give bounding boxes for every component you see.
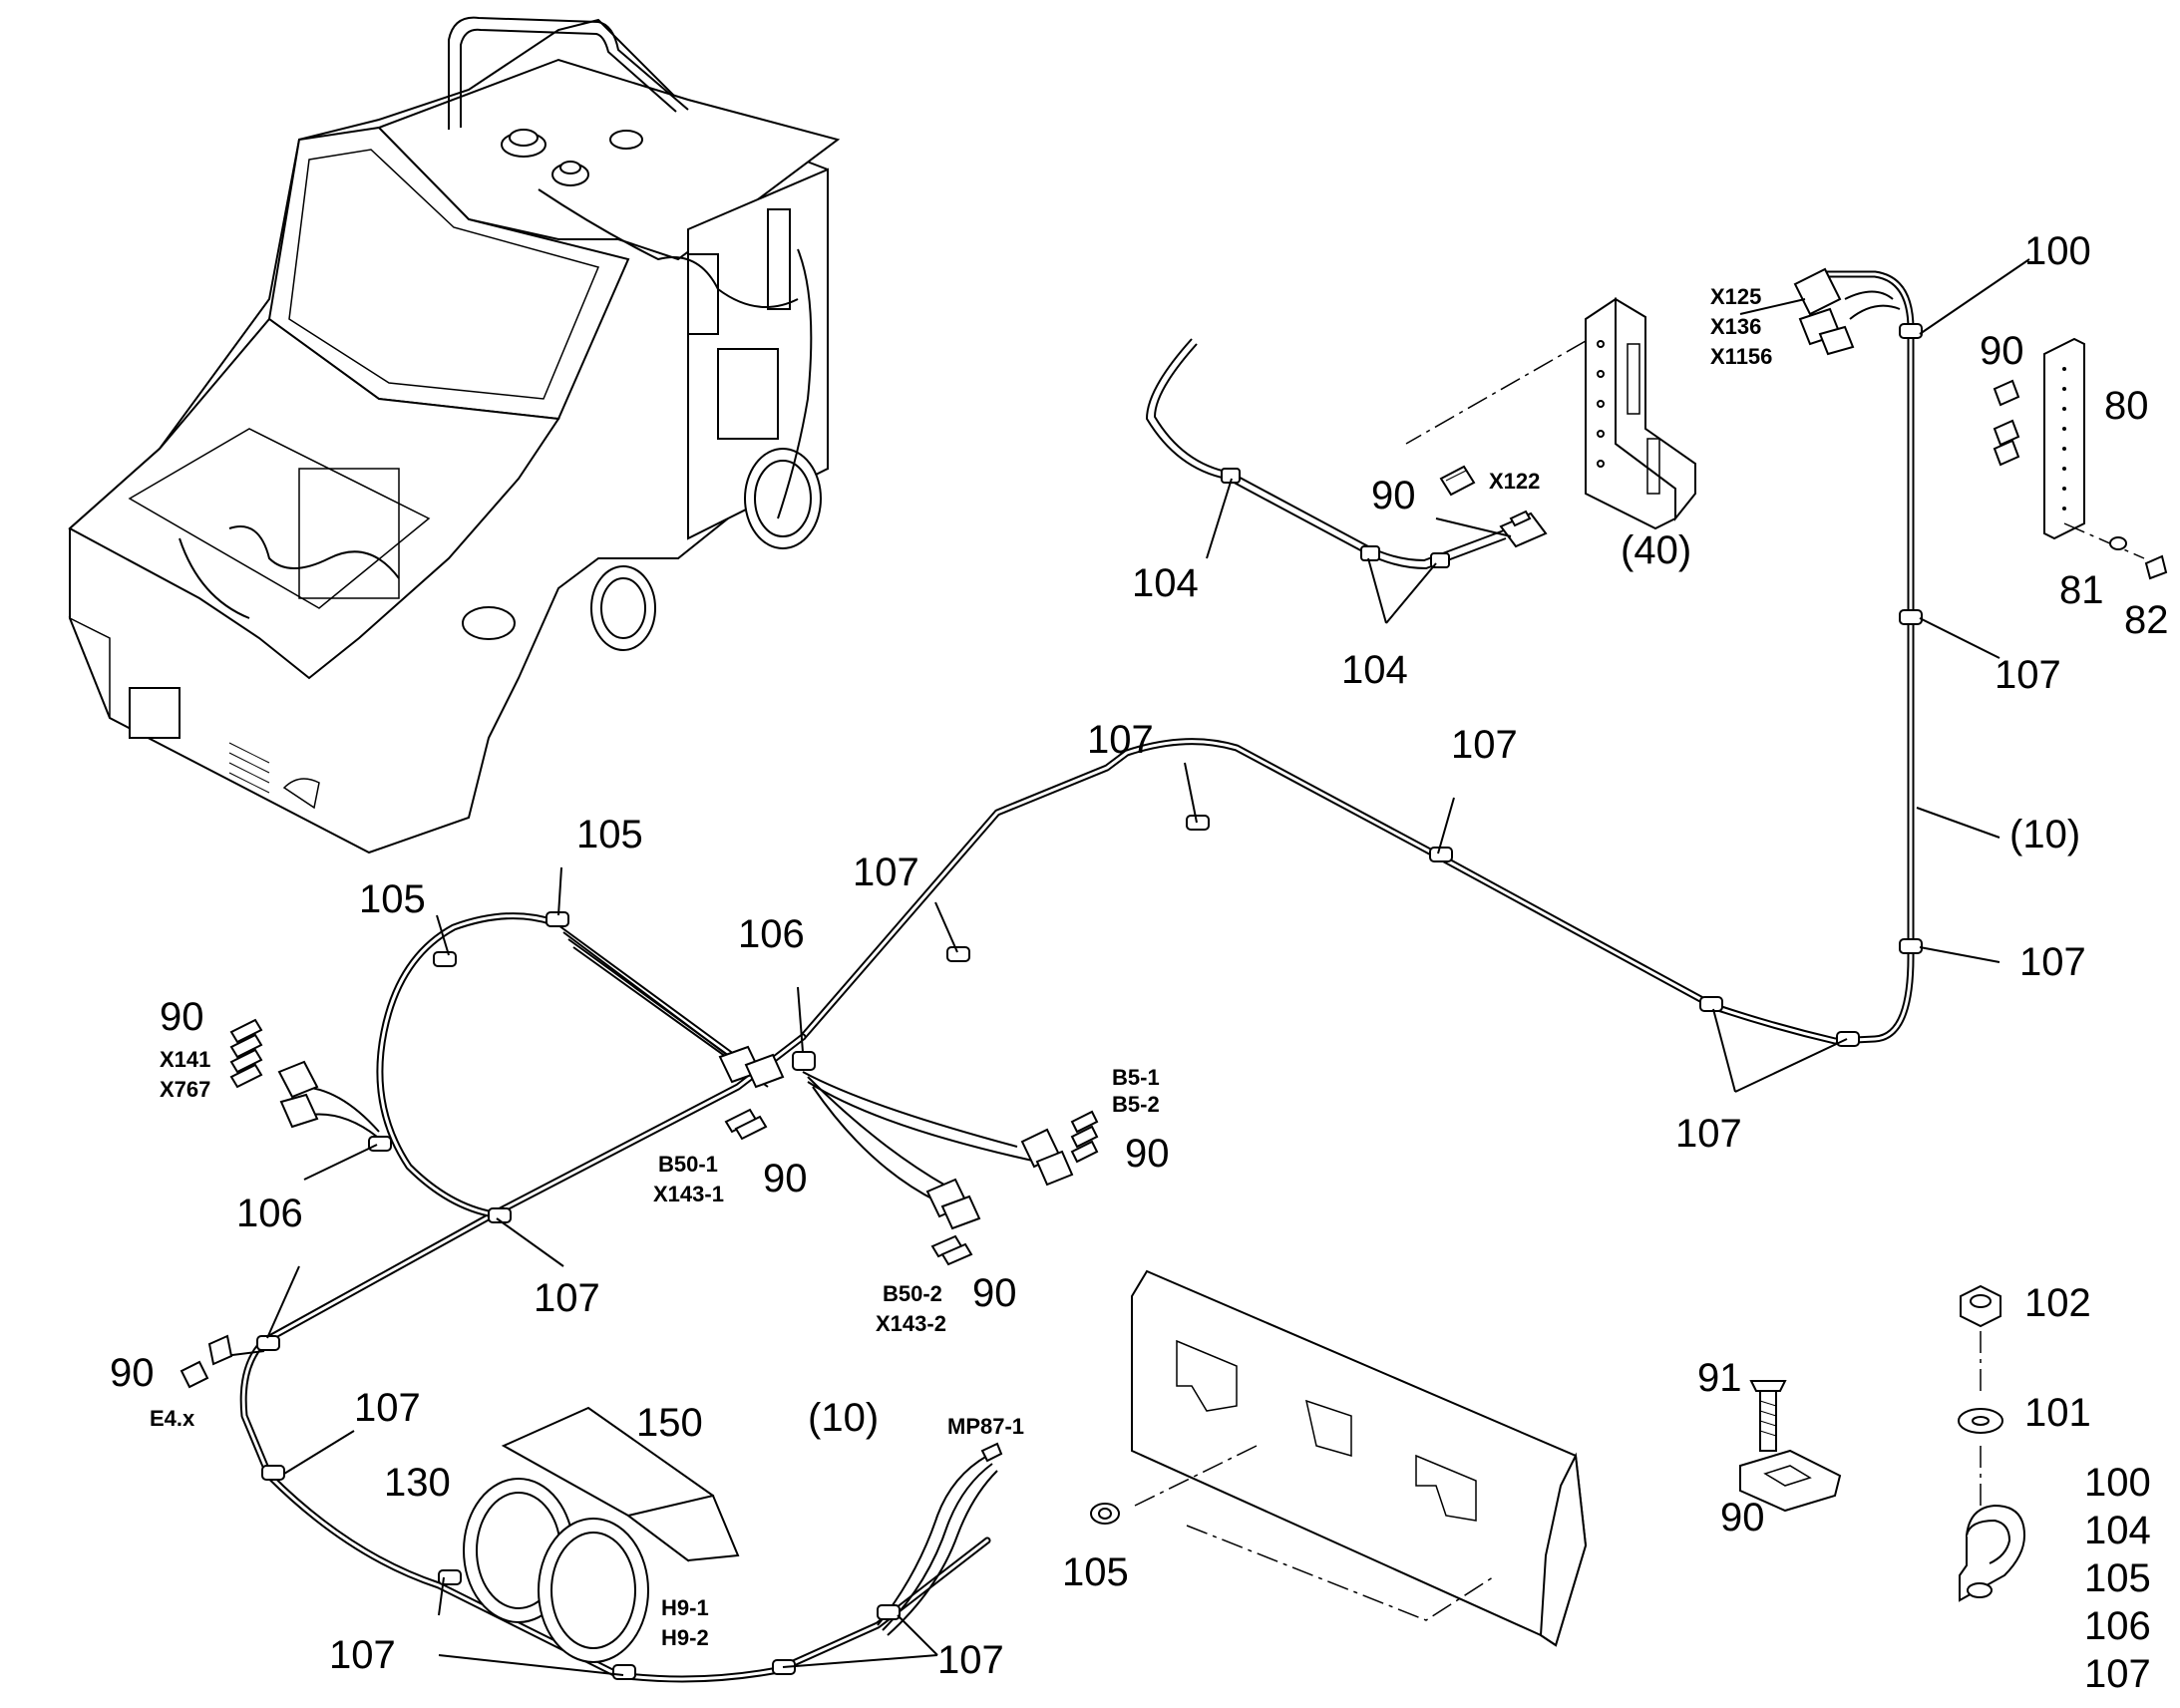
connector-b5-group [1020,1110,1099,1187]
connector-label-b5-2: B5-2 [1112,1092,1160,1117]
nut-washer-clamp [1958,1284,2026,1602]
callout-90-right: 90 [1980,329,2024,373]
callout-102: 102 [2024,1281,2091,1325]
leader-lines [266,258,2030,1676]
connector-e4x [180,1334,233,1389]
connector-x125-group [1793,267,1855,356]
callout-104-list: 104 [2084,1509,2151,1552]
clamp-90-screw-91 [1739,1380,1842,1513]
callout-107-right-1: 107 [1995,653,2061,697]
callout-100-top: 100 [2024,229,2091,273]
callout-107-bottom-right: 107 [1675,1112,1742,1156]
callout-130: 130 [384,1461,451,1505]
callout-107-left: 107 [534,1276,600,1320]
callout-40: (40) [1621,528,1691,572]
cable-104 [1145,338,1548,570]
cable-clamps [256,323,1923,1680]
connector-label-e4x: E4.x [150,1406,195,1431]
bracket-40 [1405,297,1696,530]
machine-frame-drawing [68,16,841,854]
callout-90-b50-2: 90 [972,1271,1017,1315]
connector-label-b50-1: B50-1 [658,1152,718,1177]
callout-107-mid-2: 107 [1451,723,1518,767]
callout-80: 80 [2104,384,2149,428]
clips-90-right [1993,379,2020,467]
callout-106-center: 106 [738,912,805,956]
connector-label-h9-2: H9-2 [661,1625,709,1650]
callout-107-low-3: 107 [937,1638,1004,1682]
callout-90-clamp: 90 [1720,1496,1765,1539]
callout-107-low-1: 107 [354,1386,421,1430]
connector-label-x767: X767 [160,1077,210,1102]
connector-label-b50-2: B50-2 [883,1281,942,1306]
callout-82: 82 [2124,598,2169,642]
callout-106-left: 106 [236,1192,303,1235]
clip-90-x122 [1439,465,1476,497]
callout-107-mid-3: 107 [853,851,919,894]
callout-107-right-2: 107 [2019,940,2086,984]
callout-104-bottom: 104 [1341,648,1408,692]
callout-10-low: (10) [808,1396,879,1440]
callout-labels: 100 90 80 81 82 107 (10) 107 107 104 104… [110,229,2169,1696]
callout-91: 91 [1697,1356,1742,1400]
callout-107-mid-1: 107 [1087,718,1154,762]
callout-101: 101 [2024,1391,2091,1435]
callout-107-list: 107 [2084,1652,2151,1696]
callout-100-list: 100 [2084,1461,2151,1505]
callout-90-left: 90 [160,995,204,1039]
connector-label-x122: X122 [1489,469,1540,494]
callout-104-left: 104 [1132,561,1199,605]
callout-81: 81 [2059,568,2104,612]
lower-bracket [1090,1269,1588,1647]
connector-label-x141: X141 [160,1047,210,1072]
callout-90-x122: 90 [1371,474,1416,517]
connector-label-x125: X125 [1710,284,1761,309]
callout-105-b: 105 [359,877,426,921]
callout-105-list: 105 [2084,1556,2151,1600]
callout-10-right: (10) [2009,813,2080,856]
callout-150: 150 [636,1401,703,1445]
connector-label-b5-1: B5-1 [1112,1065,1160,1090]
callout-90-b5: 90 [1125,1132,1170,1176]
horn-cover-150 [501,1406,740,1562]
connector-x141-group [229,1018,319,1129]
connector-label-x136: X136 [1710,314,1761,339]
connector-label-mp87-1: MP87-1 [947,1414,1024,1439]
connector-label-x1156: X1156 [1710,344,1772,369]
callout-90-e4: 90 [110,1351,155,1395]
callout-105-a: 105 [576,813,643,856]
connector-b50-group [718,1045,785,1141]
callout-106-list: 106 [2084,1604,2151,1648]
callout-107-low-2: 107 [329,1633,396,1677]
horns-130 [463,1478,649,1663]
strip-80 [2043,337,2168,580]
connector-mp87 [980,1442,1003,1463]
connector-label-x143-1: X143-1 [653,1182,724,1206]
connector-labels: X125 X136 X1156 X122 X141 X767 B50-1 X14… [150,284,1772,1650]
callout-105-bracket: 105 [1062,1550,1129,1594]
connector-label-h9-1: H9-1 [661,1595,709,1620]
callout-90-b50-1: 90 [763,1157,808,1200]
connector-b50-2-group [925,1178,981,1266]
connector-label-x143-2: X143-2 [876,1311,946,1336]
